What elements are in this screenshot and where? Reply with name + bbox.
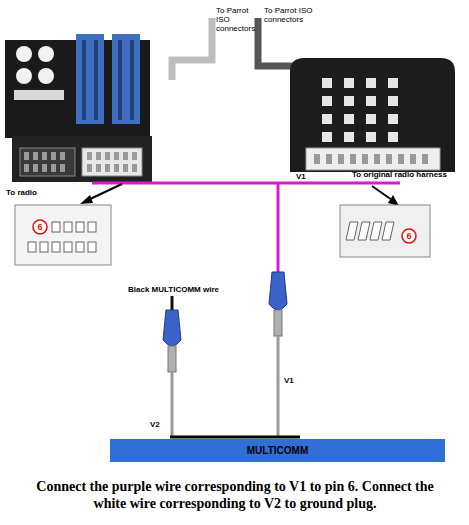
leader-arrow xyxy=(80,184,399,206)
pin-detail xyxy=(15,205,111,265)
callout-number: 6 xyxy=(34,221,46,233)
iso-cable xyxy=(172,18,212,80)
caption: Connect the purple wire corresponding to… xyxy=(29,478,441,512)
v1-wire xyxy=(92,183,400,272)
pin-detail xyxy=(340,205,430,257)
cable-label: To Parrot ISO connectors xyxy=(216,6,264,33)
wire-label: Black MULTICOMM wire xyxy=(128,285,248,294)
cable-label: To Parrot ISO connectors xyxy=(264,6,316,24)
callout-number: 6 xyxy=(403,230,415,242)
signal-name: V1 xyxy=(296,172,316,181)
crimp-connector xyxy=(128,296,181,437)
connector-label: To radio xyxy=(6,188,66,197)
signal-name: V1 xyxy=(284,376,304,385)
crimp-connector xyxy=(269,272,287,437)
connector-label: To original radio harness xyxy=(352,170,467,179)
signal-name: V2 xyxy=(150,420,170,429)
harness-connector xyxy=(290,58,455,172)
radio-connector xyxy=(5,34,152,182)
module-name: MULTICOMM xyxy=(247,445,308,456)
module-box: MULTICOMM xyxy=(110,439,445,462)
